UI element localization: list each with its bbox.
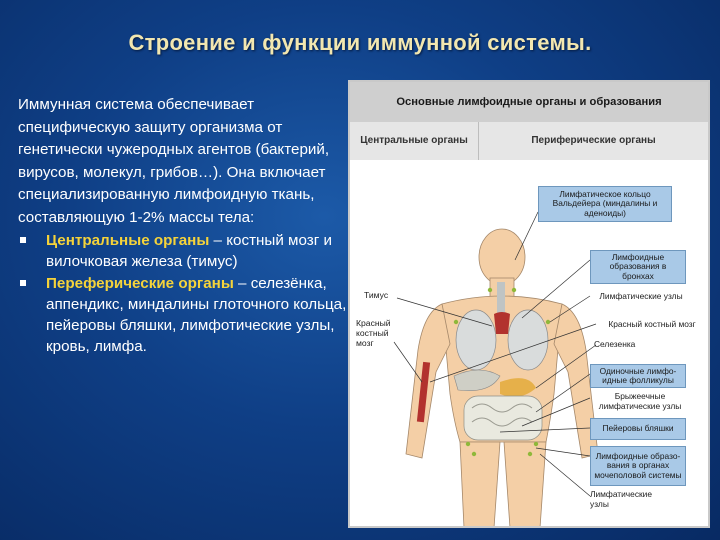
bullet-peripheral: Переферические органы – селезёнка, аппен… [18, 273, 348, 357]
body-illustration [393, 211, 599, 526]
box-bronchi: Лимфоидные образования в бронхах [590, 250, 686, 284]
intestine-loops [471, 403, 533, 427]
intro-paragraph: Иммунная система обеспечивает специфичес… [18, 96, 330, 226]
bullet-central-term: Центральные органы [46, 232, 210, 249]
label-thymus: Тимус [364, 290, 389, 300]
bullet-marker-icon [20, 237, 26, 243]
diagram-header: Основные лимфоидные органы и образования [350, 82, 708, 122]
trachea [497, 282, 505, 322]
lymphoid-organs-diagram: Основные лимфоидные органы и образования… [348, 80, 710, 528]
head [478, 228, 526, 286]
bone-marrow-mark [416, 361, 431, 423]
text-spleen: Селезенка [594, 339, 636, 349]
box-urogenital: Лимфоидные образо- вания в органах мочеп… [590, 446, 686, 486]
bullet-peripheral-text: – селезёнка, аппендикс, миндалины глоточ… [46, 275, 347, 355]
text-lymph-nodes-bottom: Лимфатические узлы [590, 489, 653, 509]
stomach [500, 378, 536, 397]
column-peripheral-heading: Периферические органы [479, 122, 708, 160]
right-leg [503, 441, 547, 526]
bullet-central: Центральные органы – костный мозг и вило… [18, 230, 348, 272]
text-lymph-nodes-top: Лимфатические узлы [599, 291, 683, 301]
bullet-marker-icon [20, 280, 26, 286]
left-leg [459, 441, 501, 526]
thymus [494, 312, 510, 334]
leader-lines [393, 211, 597, 497]
text-block: Иммунная система обеспечивает специфичес… [18, 94, 348, 357]
bullet-list: Центральные органы – костный мозг и вило… [18, 230, 348, 357]
column-central-heading: Центральные органы [350, 122, 479, 160]
right-arm [553, 303, 599, 459]
box-waldeyer-ring: Лимфатическое кольцо Вальдейера (миндали… [538, 186, 672, 222]
liver [453, 369, 501, 391]
intestines [463, 395, 543, 441]
bullet-peripheral-term: Переферические органы [46, 275, 234, 292]
text-red-marrow: Красный костный мозг [608, 319, 696, 329]
bullet-central-text: – костный мозг и вилочковая железа (тиму… [46, 232, 332, 270]
right-lung [507, 309, 549, 371]
lymph-node-dots [453, 287, 551, 457]
text-mesenteric-nodes: Брыжеечные лимфатические узлы [598, 391, 682, 411]
slide-title: Строение и функции иммунной системы. [128, 30, 592, 55]
box-peyer-patches: Пейеровы бляшки [590, 418, 686, 440]
label-bone-marrow: Красный костный мозг [356, 318, 391, 348]
box-follicles: Одиночные лимфо- идные фолликулы [590, 364, 686, 388]
